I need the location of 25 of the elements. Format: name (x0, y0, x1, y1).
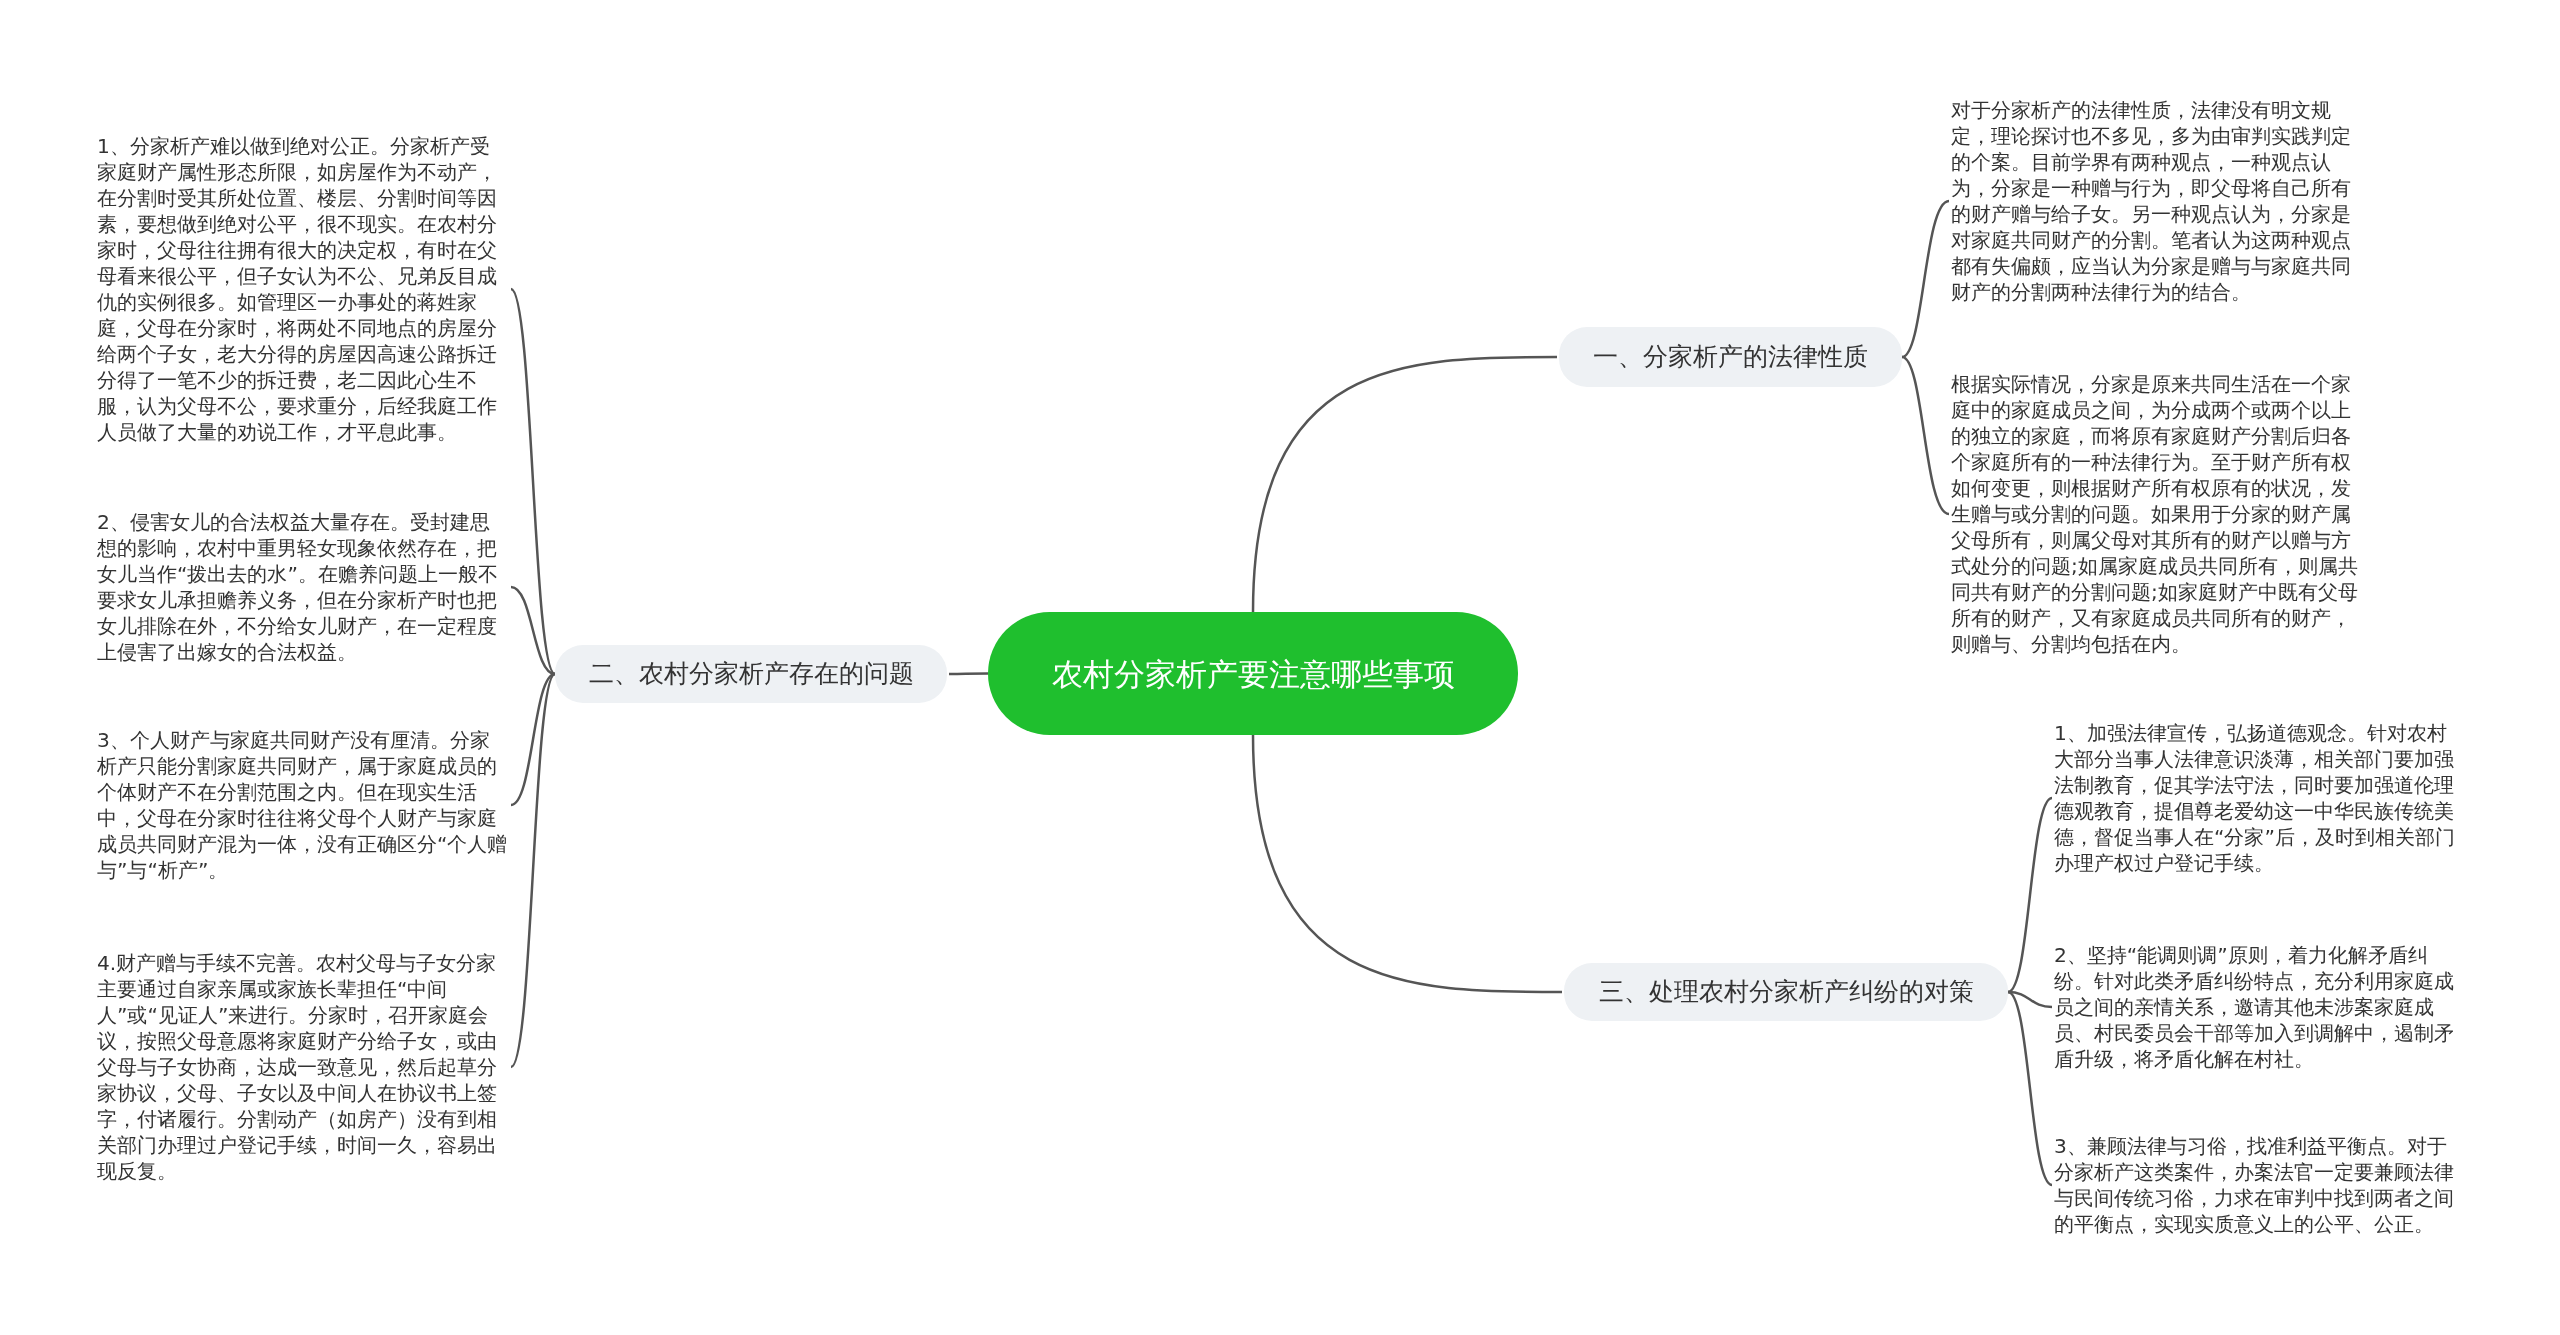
note-text: 1、加强法律宣传，弘扬道德观念。针对农村大部分当事人法律意识淡薄，相关部门要加强法制教育，促其学法守法，同时要加强道伦理德观教育，提倡尊老爱幼这一中华民族传统美德，督促当事人在“分家”后，及时到相关部门办理产权过户登记手续。 (2054, 720, 2466, 876)
connector-line (509, 288, 557, 675)
note-text: 4.财产赠与手续不完善。农村父母与子女分家主要通过自家亲属或家族长辈担任“中间人”或“见证人”来进行。分家时，召开家庭会议，按照父母意愿将家庭财产分给子女，或由父母与子女协商，达成一致意见，然后起草分家协议，父母、子女以及中间人在协议书上签字，付诸履行。分割动产（如房产）没有到相关部门办理过户登记手续，时间一久，容易出现反复。 (97, 950, 509, 1184)
connector-line (2007, 990, 2053, 1009)
note-text: 1、分家析产难以做到绝对公正。分家析产受家庭财产属性形态所限，如房屋作为不动产，在分割时受其所处位置、楼层、分割时间等因素，要想做到绝对公平，很不现实。在农村分家时，父母往往拥有很大的决定权，有时在父母看来很公平，但子女认为不公、兄弟反目成仇的实例很多。如管理区一办事处的蒋姓家庭，父母在分家时，将两处不同地点的房屋分给两个子女，老大分得的房屋因高速公路拆迁分得了一笔不少的拆迁费，老二因此心生不服，认为父母不公，要求重分，后经我庭工作人员做了大量的劝说工作，才平息此事。 (97, 133, 509, 445)
note-text: 根据实际情况，分家是原来共同生活在一个家庭中的家庭成员之间，为分成两个或两个以上的独立的家庭，而将原有家庭财产分割后归各个家庭所有的一种法律行为。至于财产所有权如何变更，则根据财产所有权原有的状况，发生赠与或分割的问题。如果用于分家的财产属父母所有，则属父母对其所有的财产以赠与方式处分的问题;如属家庭成员共同所有，则属共同共有财产的分割问题;如家庭财产中既有父母所有的财产，又有家庭成员共同所有的财产，则赠与、分割均包括在内。 (1951, 371, 2363, 657)
connector-line (2007, 991, 2053, 1186)
note-text: 3、个人财产与家庭共同财产没有厘清。分家析产只能分割家庭共同财产，属于家庭成员的个体财产不在分割范围之内。但在现实生活中，父母在分家时往往将父母个人财产与家庭成员共同财产混为一体，没有正确区分“个人赠与”与“析产”。 (97, 727, 509, 883)
connector-line (510, 585, 556, 676)
connector-line (1251, 734, 1562, 994)
branch-topic: 一、分家析产的法律性质 (1559, 327, 1902, 387)
central-topic: 农村分家析产要注意哪些事项 (988, 612, 1518, 735)
branch-topic: 二、农村分家析产存在的问题 (555, 645, 947, 703)
note-text: 2、侵害女儿的合法权益大量存在。受封建思想的影响，农村中重男轻女现象依然存在，把女儿当作“拨出去的水”。在赡养问题上一般不要求女儿承担赡养义务，但在分家析产时也把女儿排除在外，不分给女儿财产，在一定程度上侵害了出嫁女的合法权益。 (97, 509, 509, 665)
connector-line (510, 672, 556, 807)
connector-line (1251, 355, 1557, 613)
note-text: 对于分家析产的法律性质，法律没有明文规定，理论探讨也不多见，多为由审判实践判定的个案。目前学界有两种观点，一种观点认为，分家是一种赠与行为，即父母将自己所有的财产赠与给子女。另一种观点认为，分家是对家庭共同财产的分割。笔者认为这两种观点都有失偏颇，应当认为分家是赠与与家庭共同财产的分割两种法律行为的结合。 (1951, 97, 2363, 305)
connector-line (1901, 199, 1950, 359)
connector-line (509, 673, 557, 1068)
connector-line (1901, 355, 1950, 516)
branch-topic: 三、处理农村分家析产纠纷的对策 (1564, 963, 2008, 1021)
connector-line (2007, 797, 2053, 993)
connector-line (949, 672, 988, 676)
note-text: 3、兼顾法律与习俗，找准利益平衡点。对于分家析产这类案件，办案法官一定要兼顾法律与民间传统习俗，力求在审判中找到两者之间的平衡点，实现实质意义上的公平、公正。 (2054, 1133, 2466, 1237)
note-text: 2、坚持“能调则调”原则，着力化解矛盾纠纷。针对此类矛盾纠纷特点，充分利用家庭成员之间的亲情关系，邀请其他未涉案家庭成员、村民委员会干部等加入到调解中，遏制矛盾升级，将矛盾化解在村社。 (2054, 942, 2466, 1072)
